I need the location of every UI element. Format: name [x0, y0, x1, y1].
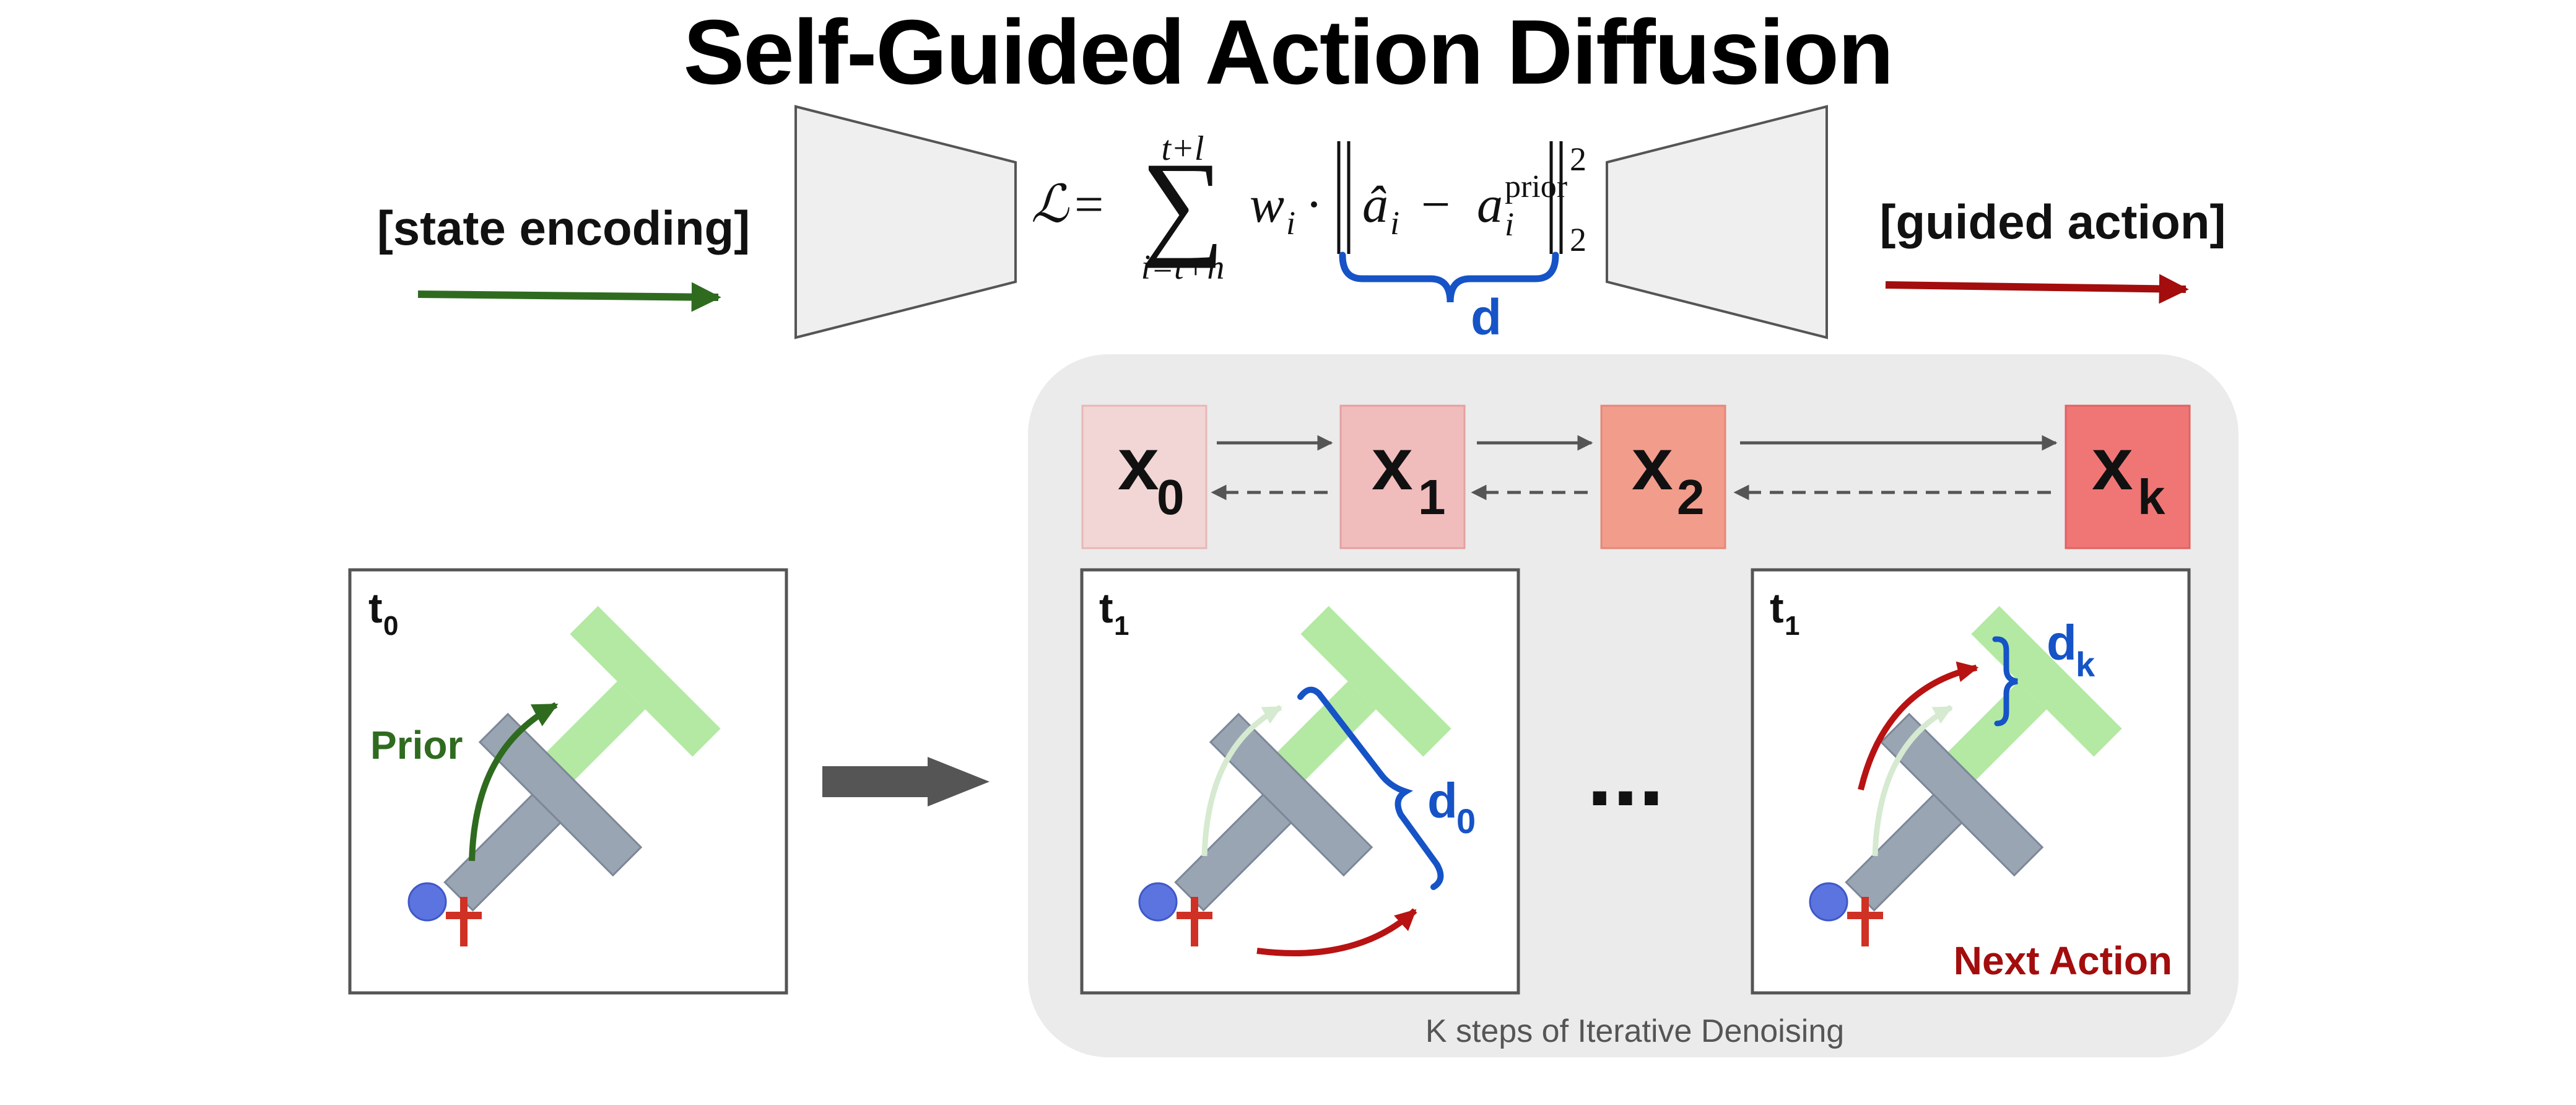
state-k-main: x [2092, 422, 2133, 505]
distance-d0-sub: 0 [1456, 801, 1476, 841]
prior-arrow [469, 702, 559, 862]
panel-t1-final-time-sub: 1 [1785, 611, 1799, 641]
transition-arrow [822, 757, 990, 806]
state-2-main: x [1632, 422, 1673, 505]
input-arrow [417, 282, 721, 312]
panel-t0-time: t [368, 585, 383, 632]
ahat-subscript: i [1390, 204, 1399, 242]
weight-subscript: i [1286, 204, 1295, 242]
prior-ghost-arrow [1201, 705, 1282, 857]
equals-sign: = [1074, 176, 1103, 234]
panel-t1-first-time-sub: 1 [1114, 611, 1129, 641]
action-arrow [1256, 908, 1417, 956]
prior-action-symbol: a [1477, 176, 1503, 234]
prior-subscript: i [1505, 206, 1514, 243]
guided-action-arrow [1858, 661, 1979, 791]
block-t-shape [443, 712, 643, 912]
panel-t1-final: t 1 d k Next Action [1751, 568, 2191, 995]
norm-exponent: 2 [1570, 141, 1586, 178]
panel-t1-first-time: t [1099, 585, 1113, 632]
block-t-shape [1174, 712, 1373, 912]
denoising-states: x 0 x 1 x 2 x k [1081, 404, 2191, 549]
diagram-title: Self-Guided Action Diffusion [684, 1, 1893, 103]
state-0-sub: 0 [1157, 470, 1185, 525]
denoising-caption: K steps of Iterative Denoising [1425, 1013, 1844, 1049]
block-t-shape [1845, 712, 2044, 912]
prior-label: Prior [370, 723, 463, 767]
panel-t1-final-time: t [1770, 585, 1784, 632]
prior-superscript: prior [1505, 169, 1567, 204]
distance-brace-d0 [1297, 686, 1444, 890]
norm-subscript: 2 [1570, 221, 1586, 258]
ahat-symbol: â [1362, 176, 1388, 234]
target-t-shape [1941, 606, 2122, 787]
target-t-shape [1271, 606, 1451, 787]
state-box-2 [1600, 404, 1726, 549]
sum-symbol: ∑ [1141, 139, 1224, 269]
distance-label: d [1471, 289, 1502, 346]
distance-dk-sub: k [2076, 645, 2095, 684]
loss-equation: ℒ = t+l ∑ i=t+h w i · â i − a prior i 2 … [1031, 129, 1586, 346]
agent-marker [1809, 882, 1883, 946]
distance-underbrace [1339, 251, 1559, 303]
loss-symbol: ℒ [1031, 176, 1069, 234]
state-box-k [2065, 404, 2191, 549]
decoder-block [1606, 105, 1828, 339]
state-1-main: x [1372, 422, 1413, 505]
state-1-sub: 1 [1418, 470, 1446, 525]
sum-lower-limit: i=t+h [1141, 248, 1225, 287]
state-box-1 [1339, 404, 1466, 549]
state-k-sub: k [2138, 470, 2165, 525]
panel-t0: t 0 Prior [348, 568, 788, 995]
minus-sign: − [1421, 176, 1450, 234]
distance-dk-main: d [2047, 615, 2077, 670]
agent-marker [407, 882, 482, 946]
agent-marker [1138, 882, 1212, 946]
target-t-shape [540, 606, 721, 787]
panel-t0-time-sub: 0 [383, 611, 398, 641]
output-label: [guided action] [1880, 194, 2226, 249]
distance-d0-main: d [1427, 773, 1458, 828]
panel-t1-first: t 1 d 0 [1080, 568, 1520, 995]
input-label: [state encoding] [377, 201, 750, 255]
sum-upper-limit: t+l [1162, 129, 1204, 168]
state-0-main: x [1118, 422, 1159, 505]
encoder-block [794, 105, 1017, 339]
prior-ghost-arrow [1872, 705, 1953, 857]
output-arrow [1885, 274, 2189, 304]
steps-ellipsis: ... [1586, 721, 1664, 825]
state-2-sub: 2 [1677, 470, 1705, 525]
state-box-0 [1081, 404, 1208, 549]
distance-brace-dk [1992, 636, 2018, 727]
weight-symbol: w [1250, 176, 1284, 234]
next-action-label: Next Action [1954, 938, 2172, 983]
dot-operator: · [1305, 176, 1323, 234]
